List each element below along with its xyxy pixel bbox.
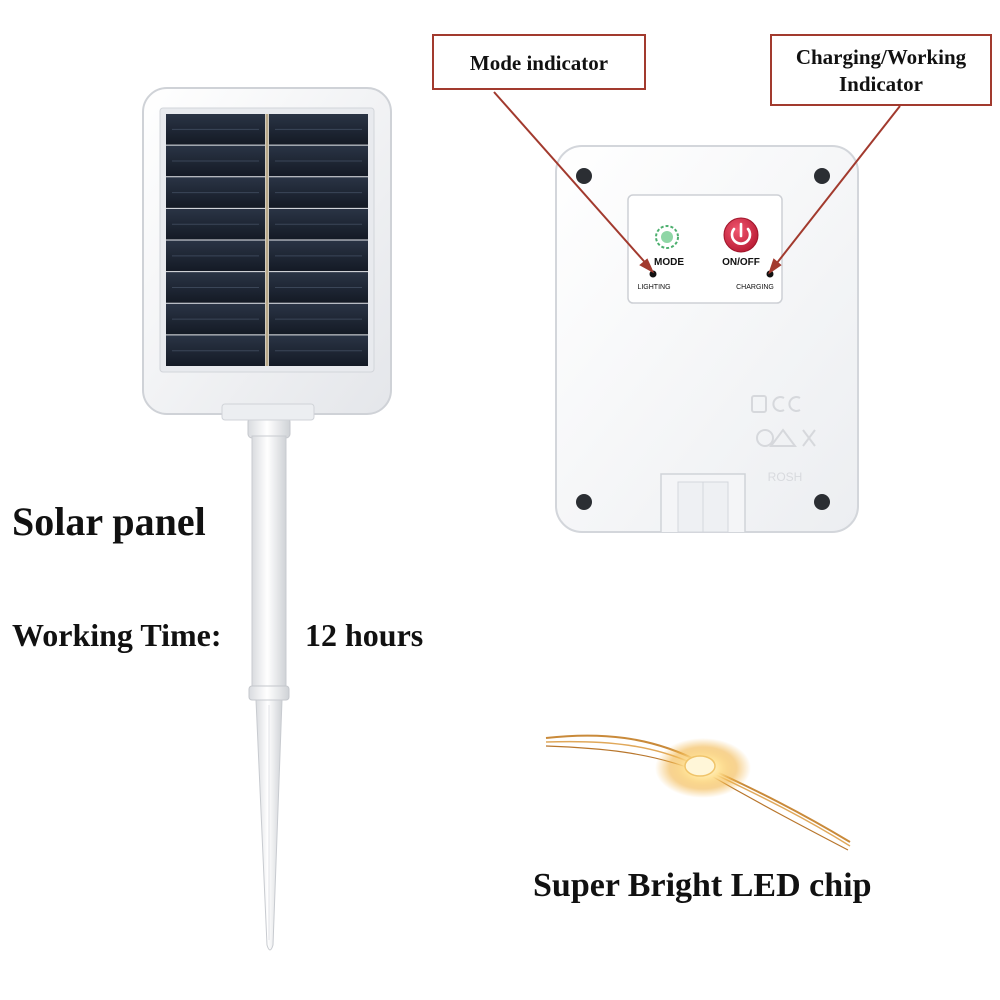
lighting-label: LIGHTING xyxy=(637,284,670,291)
screw-icon xyxy=(814,168,830,184)
rohs-text: ROSH xyxy=(768,470,803,484)
solar-panel xyxy=(142,87,392,951)
power-button-label: ON/OFF xyxy=(722,257,760,268)
solar-panel-title: Solar panel xyxy=(12,499,206,544)
working-time-label: Working Time: xyxy=(12,617,222,653)
charging-callout-line1: Charging/Working xyxy=(795,45,967,69)
mode-button-label: MODE xyxy=(654,257,684,268)
screw-icon xyxy=(576,168,592,184)
screw-icon xyxy=(576,494,592,510)
mode-indicator-led xyxy=(649,270,657,278)
charging-indicator-callout: Charging/Working Indicator xyxy=(770,34,992,106)
charging-callout-line2: Indicator xyxy=(839,72,923,96)
mode-indicator-callout: Mode indicator xyxy=(432,34,646,90)
working-time-value: 12 hours xyxy=(305,617,424,653)
solar-cells xyxy=(166,114,368,366)
cable-slot xyxy=(660,473,746,533)
charging-label: CHARGING xyxy=(736,284,774,291)
certification-marks xyxy=(751,395,816,447)
control-box: MODE LIGHTING ON/OFF CHARGING ROSH xyxy=(555,145,859,533)
led-chip xyxy=(684,755,716,777)
power-button[interactable] xyxy=(723,217,759,253)
mode-indicator-callout-text: Mode indicator xyxy=(469,51,609,75)
led-chip-caption: Super Bright LED chip xyxy=(533,867,872,904)
mode-button[interactable] xyxy=(655,225,679,249)
charging-indicator-led xyxy=(766,270,774,278)
power-icon xyxy=(730,227,752,245)
led-chip-wire xyxy=(545,734,851,851)
callout-arrows xyxy=(493,91,901,275)
ground-stake xyxy=(247,417,291,951)
screw-icon xyxy=(814,494,830,510)
